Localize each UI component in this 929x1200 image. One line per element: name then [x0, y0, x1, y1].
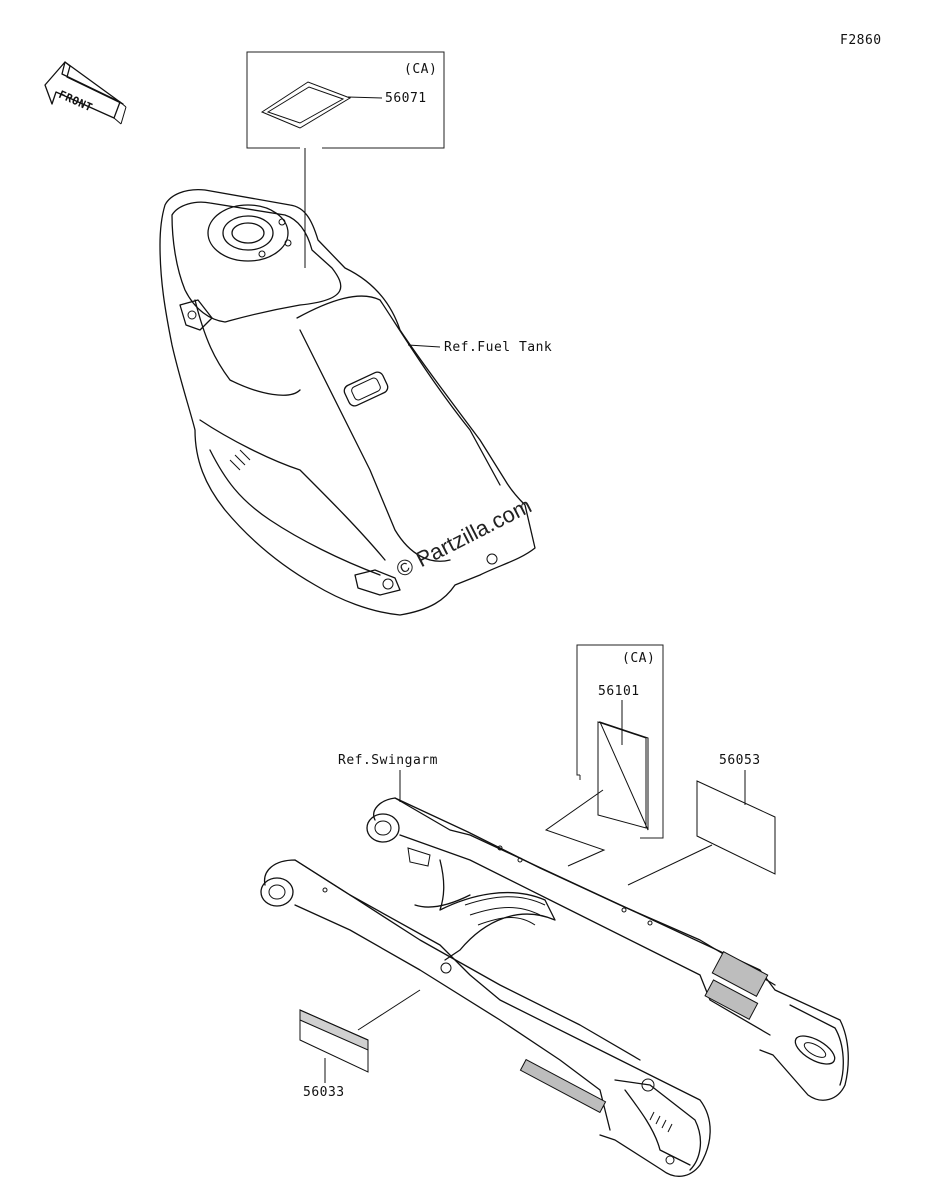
- swingarm-reference: Ref.Swingarm: [338, 753, 438, 768]
- part-number-56033: 56033: [303, 1085, 345, 1100]
- label-56053: [627, 770, 776, 886]
- swingarm-drawing: [260, 770, 849, 1177]
- part-number-56071: 56071: [385, 91, 427, 106]
- part-number-56053: 56053: [719, 753, 761, 768]
- callout-box-56071: [246, 51, 445, 268]
- callout-box-56101: [544, 644, 664, 867]
- label-56033: [299, 989, 421, 1083]
- callout-region-ca-bottom: (CA): [622, 651, 656, 666]
- fuel-tank-drawing: [159, 189, 536, 616]
- part-number-56101: 56101: [598, 684, 640, 699]
- fuel-tank-reference: Ref.Fuel Tank: [444, 340, 553, 355]
- callout-region-ca-top: (CA): [404, 62, 438, 77]
- figure-code: F2860: [840, 33, 882, 48]
- front-arrow-icon: [44, 61, 127, 125]
